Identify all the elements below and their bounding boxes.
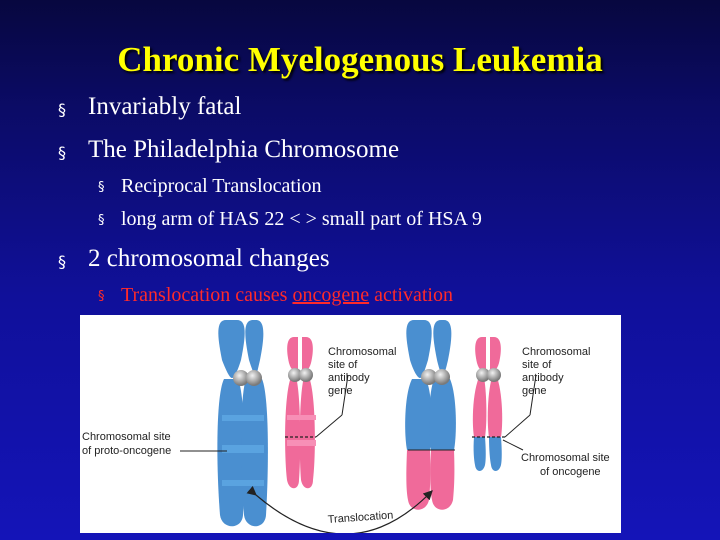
translocation-svg: Chromosomal site of antibody gene Chromo… <box>82 320 613 533</box>
bullet-text: Translocation causes oncogene activation <box>121 284 453 307</box>
bullet-text-post: activation <box>369 284 453 306</box>
bullet-marker: § <box>98 213 105 228</box>
bullet-marker: § <box>58 252 66 271</box>
translocation-diagram: Chromosomal site of antibody gene Chromo… <box>80 315 621 533</box>
oncogene-link[interactable]: oncogene <box>292 284 370 306</box>
bullet-text: 2 chromosomal changes <box>88 245 330 272</box>
bullet-text: The Philadelphia Chromosome <box>88 136 400 163</box>
pink-chromosome-right <box>472 337 503 471</box>
translocation-arrow <box>246 485 433 533</box>
label-antibody-right: Chromosomal site of antibody gene <box>522 346 594 397</box>
label-translocation: Translocation <box>327 509 393 526</box>
bullet-marker: § <box>58 100 66 119</box>
bullet-text-pre: Translocation causes <box>121 284 293 306</box>
bullet-marker: § <box>58 143 66 162</box>
label-oncogene: Chromosomal site of oncogene <box>521 452 613 478</box>
bullet-text: Invariably fatal <box>88 93 242 120</box>
bullet-text: Reciprocal Translocation <box>121 175 322 197</box>
label-proto-oncogene: Chromosomal site of proto-oncogene <box>82 431 174 457</box>
blue-chromosome-right <box>405 320 456 510</box>
label-antibody-left: Chromosomal site of antibody gene <box>328 346 400 397</box>
bullet-marker: § <box>98 289 105 304</box>
pink-chromosome-left <box>285 337 316 489</box>
bullet-marker: § <box>98 180 105 195</box>
slide-title: Chronic Myelogenous Leukemia <box>117 40 603 79</box>
bullet-text: long arm of HAS 22 < > small part of HSA… <box>121 208 482 230</box>
blue-chromosome-left <box>217 320 268 527</box>
